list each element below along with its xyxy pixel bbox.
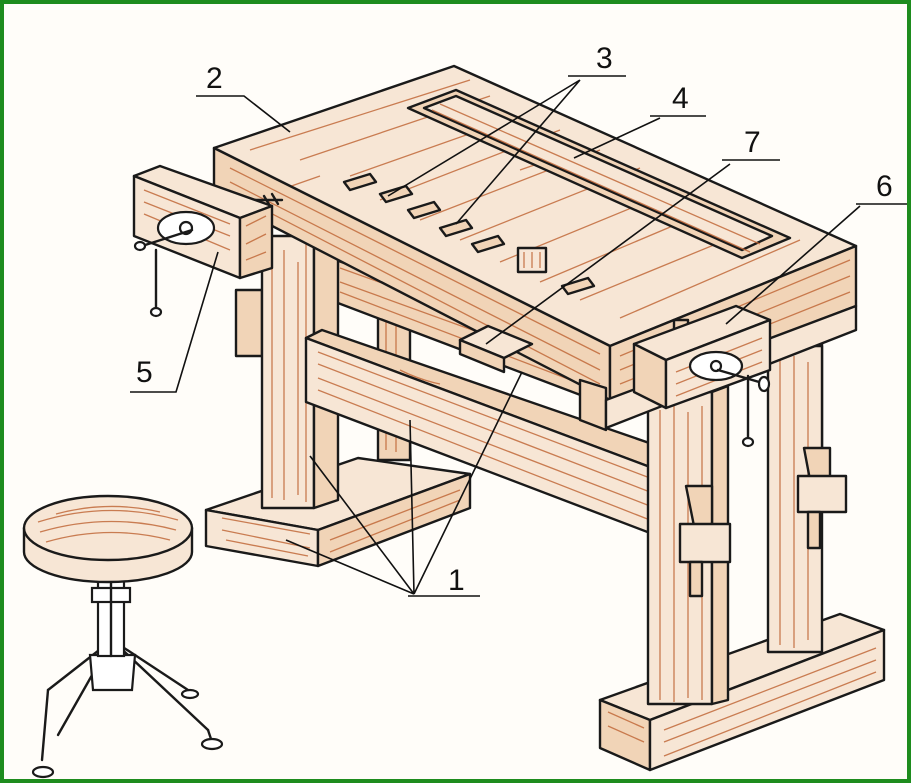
stretcher [304, 328, 660, 538]
callout-3: 3 [596, 42, 613, 75]
bench-dog [516, 246, 548, 274]
workbench-illustration: 1 2 3 4 5 6 7 [22, 42, 907, 779]
callout-4: 4 [672, 82, 689, 115]
right-foot [598, 612, 886, 772]
callout-2: 2 [206, 62, 223, 95]
callout-5: 5 [136, 356, 153, 389]
wedge-7 [458, 324, 534, 374]
callout-1: 1 [448, 564, 465, 597]
callout-6: 6 [876, 170, 893, 203]
stool [22, 494, 224, 779]
leader-lines [130, 75, 907, 597]
callout-7: 7 [744, 126, 761, 159]
dog-holes [342, 172, 596, 296]
front-vise [132, 164, 284, 318]
callout-labels: 1 2 3 4 5 6 7 [136, 42, 893, 597]
tool-tray [406, 88, 792, 260]
leg-wedges [678, 446, 848, 598]
tail-vise [632, 304, 772, 448]
